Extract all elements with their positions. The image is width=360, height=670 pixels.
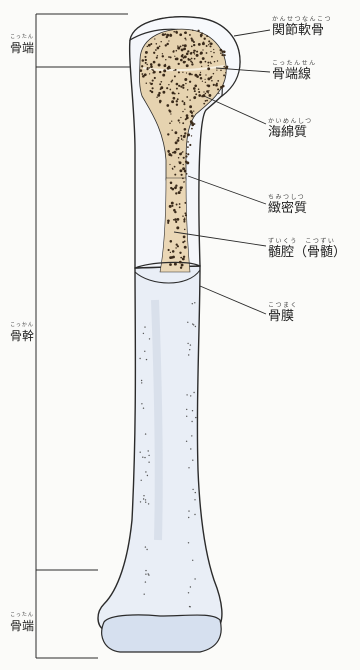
label-epiphysis-bottom: こったん 骨端	[10, 612, 34, 634]
label-periosteum: こつまく 骨膜	[268, 302, 298, 324]
label-text: 骨端	[10, 619, 34, 634]
label-text: 関節軟骨	[272, 23, 324, 38]
label-ruby: かいめんしつ	[268, 118, 313, 125]
label-ruby: ずいくう こつずい	[268, 238, 335, 245]
label-ruby: こっかん	[10, 322, 34, 329]
label-text: 骨端	[10, 41, 34, 56]
label-articular-cartilage: かんせつなんこつ 関節軟骨	[272, 16, 332, 38]
label-epiphyseal-line: こったんせん 骨端線	[272, 60, 317, 82]
label-text: 骨幹	[10, 329, 34, 344]
label-text: 骨端線	[272, 67, 311, 82]
label-diaphysis: こっかん 骨幹	[10, 322, 34, 344]
label-spongy-bone: かいめんしつ 海綿質	[268, 118, 313, 140]
label-ruby: かんせつなんこつ	[272, 16, 332, 23]
region-brackets	[36, 14, 130, 658]
label-compact-bone: ちみつしつ 緻密質	[268, 194, 307, 216]
label-text: 海綿質	[268, 125, 307, 140]
label-text: 髄腔（骨髄）	[268, 245, 346, 260]
label-ruby: こったんせん	[272, 60, 317, 67]
label-ruby: こつまく	[268, 302, 298, 309]
label-text: 骨膜	[268, 309, 294, 324]
label-ruby: こったん	[10, 612, 34, 619]
label-epiphysis-top: こったん 骨端	[10, 34, 34, 56]
distal-articular-surface	[102, 615, 221, 652]
label-ruby: ちみつしつ	[268, 194, 305, 201]
label-text: 緻密質	[268, 201, 307, 216]
label-marrow-cavity: ずいくう こつずい 髄腔（骨髄）	[268, 238, 346, 260]
label-ruby: こったん	[10, 34, 34, 41]
